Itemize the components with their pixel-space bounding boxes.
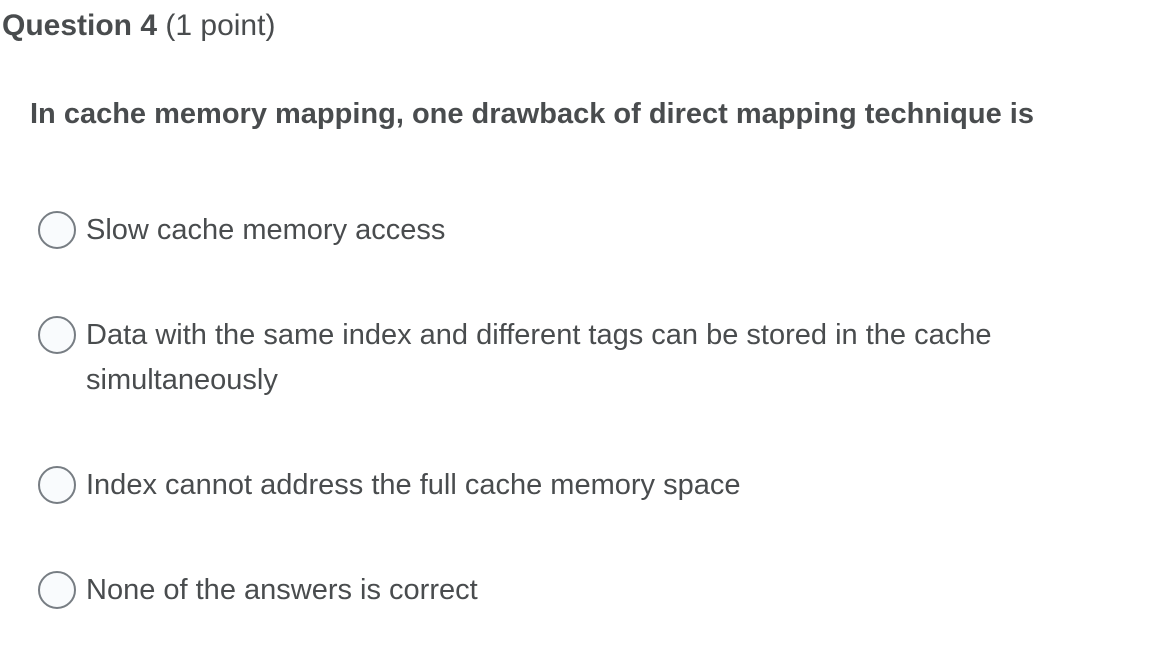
question-number: Question 4 bbox=[2, 9, 158, 42]
question-header: Question 4 (1 point) bbox=[0, 6, 1152, 46]
answer-option[interactable]: None of the answers is correct bbox=[38, 568, 1152, 613]
answer-option-label[interactable]: Index cannot address the full cache memo… bbox=[86, 469, 741, 501]
radio-button[interactable] bbox=[38, 211, 76, 249]
question-points: (1 point) bbox=[165, 9, 276, 42]
answer-option[interactable]: Data with the same index and different t… bbox=[38, 313, 1152, 403]
question-text: In cache memory mapping, one drawback of… bbox=[30, 98, 1034, 130]
radio-button[interactable] bbox=[38, 571, 76, 609]
answer-option-label[interactable]: Slow cache memory access bbox=[86, 214, 446, 246]
answer-option[interactable]: Slow cache memory access bbox=[38, 208, 1152, 253]
radio-button[interactable] bbox=[38, 466, 76, 504]
answer-option-label[interactable]: None of the answers is correct bbox=[86, 574, 478, 606]
answer-option[interactable]: Index cannot address the full cache memo… bbox=[38, 463, 1152, 508]
radio-button[interactable] bbox=[38, 316, 76, 354]
answer-options-list: Slow cache memory access Data with the s… bbox=[38, 208, 1152, 613]
answer-option-label[interactable]: Data with the same index and different t… bbox=[86, 319, 992, 396]
